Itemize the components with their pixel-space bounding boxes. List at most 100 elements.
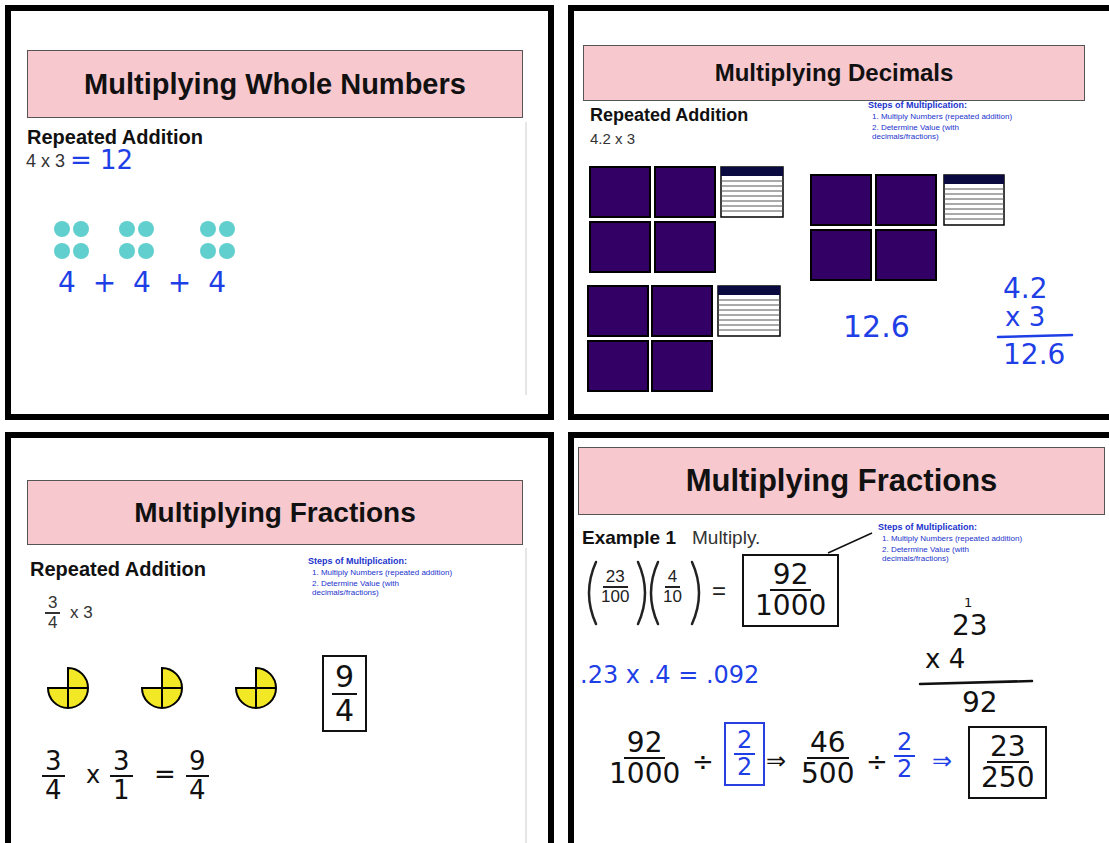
handwritten-text: 1 [964,596,972,610]
body-text: 1. Multiply Numbers (repeated addition) [312,569,452,578]
answer-box: 22 [724,722,765,786]
counter-dots [54,221,235,259]
handwritten-text: = [154,760,176,789]
slide-panel: Repeated Addition34x 3Steps of Multiplic… [5,432,554,843]
heading-text: Steps of Multiplication: [308,557,407,567]
handwritten-text: ⇒ [932,748,952,774]
title-band: Multiplying Whole Numbers [27,50,523,118]
numerator: 3 [110,748,133,777]
handwritten-text: 12.6 [843,310,910,343]
numerator: 92 [624,728,666,759]
numerator: 2 [734,728,755,755]
fraction: 46500 [798,728,857,789]
leader-line [828,533,872,553]
sum-bar [998,335,1072,337]
heading-text: Repeated Addition [590,106,748,126]
body-text: x 3 [70,604,93,623]
title-band: Multiplying Decimals [583,45,1085,101]
numerator: 23 [603,568,628,588]
product-bar [920,681,1032,684]
heading-text: Steps of Multiplication: [868,101,967,111]
title-band: Multiplying Fractions [27,480,523,545]
denominator: 500 [798,759,857,788]
body-text: 2. Determine Value (with decimals/fracti… [882,546,994,564]
handwritten-text: ÷ [866,748,888,777]
numerator: 9 [332,661,357,695]
slide-panel: Repeated Addition 4 x 3= 12 4 + 4 + 4 Multi… [5,5,554,420]
body-text: 4.2 x 3 [590,131,635,148]
handwritten-text: 23 [952,611,988,642]
parentheses [589,562,699,624]
guide-line [526,548,527,843]
quarter-pies [48,668,276,708]
slide-panel: Example 1 Multiply. Steps of Multiplicatio… [568,432,1109,843]
fraction: 22 [894,730,915,782]
denominator: 4 [332,695,357,727]
guide-line [526,122,527,395]
body-text: Multiply. [692,528,760,549]
denominator: 100 [598,588,632,606]
handwritten-text: x 3 [1005,303,1045,332]
denominator: 250 [978,763,1037,792]
unit-squares [588,167,936,391]
body-text: 2. Determine Value (with decimals/fracti… [312,580,424,598]
denominator: 2 [894,757,915,782]
denominator: 4 [45,614,60,632]
slide-title: Multiplying Whole Numbers [84,68,466,101]
numerator: 46 [807,728,849,759]
fraction: 410 [660,568,685,606]
fraction: 22 [734,728,755,780]
fraction: 23250 [978,732,1037,793]
slide-title: Multiplying Decimals [715,59,954,87]
slide-title: Multiplying Fractions [134,497,416,529]
denominator: 1000 [752,591,829,620]
heading-text: Repeated Addition [30,558,206,580]
denominator: 4 [42,777,65,804]
denominator: 10 [660,588,685,606]
body-text: 1. Multiply Numbers (repeated addition) [872,113,1012,122]
slide-panel: Repeated Addition 4.2 x 3 Steps of Multipl… [568,5,1109,420]
fraction: 94 [186,748,209,805]
fraction: 34 [45,594,60,632]
handwritten-text: x [86,762,100,788]
title-band: Multiplying Fractions [578,447,1105,515]
body-text: = [712,578,726,604]
numerator: 23 [987,732,1029,763]
handwritten-text: ⇒ [766,748,786,774]
slide-title: Multiplying Fractions [686,463,998,499]
numerator: 92 [770,560,812,591]
numerator: 3 [45,594,60,614]
handwritten-text: 92 [962,688,998,719]
answer-box: 94 [322,655,367,732]
denominator: 4 [186,777,209,804]
denominator: 1 [110,777,133,804]
body-text: 4 x 3 [26,152,65,172]
fraction: 23100 [598,568,632,606]
numerator: 3 [42,748,65,777]
fraction: 31 [110,748,133,805]
body-text: 1. Multiply Numbers (repeated addition) [882,535,1022,544]
fraction: 921000 [606,728,683,789]
heading-text: Steps of Multiplication: [878,523,977,533]
handwritten-text: 4.2 [1003,274,1048,305]
handwritten-text: = 12 [70,146,133,175]
fraction: 34 [42,748,65,805]
answer-box: 23250 [968,726,1047,799]
denominator: 1000 [606,759,683,788]
handwritten-text: 4 + 4 + 4 [58,268,230,299]
denominator: 2 [734,755,755,780]
body-text: 2. Determine Value (with decimals/fracti… [872,124,984,142]
handwritten-text: 12.6 [1003,340,1065,371]
handwritten-text: .23 x .4 = .092 [580,662,759,688]
handwritten-text: ÷ [692,748,714,777]
numerator: 4 [665,568,680,588]
fraction: 94 [332,661,357,726]
heading-text: Repeated Addition [27,126,203,148]
fraction: 921000 [752,560,829,621]
numerator: 2 [894,730,915,757]
handwritten-text: x 4 [925,645,965,674]
heading-text: Example 1 [582,528,676,549]
numerator: 9 [186,748,209,777]
answer-box: 921000 [742,554,839,627]
